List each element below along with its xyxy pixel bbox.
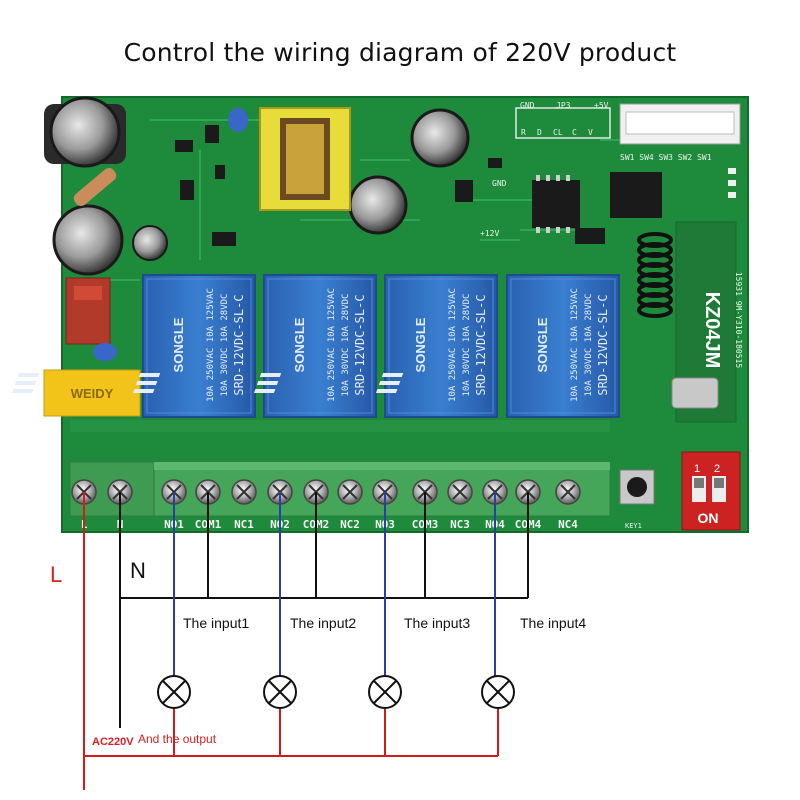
svg-text:D: D: [537, 128, 542, 137]
electrolytic-capacitor: [44, 96, 126, 168]
resistor: [73, 168, 117, 206]
header-labels: GND JP3 +5V R D CL C V GND +12V SW1 SW4 …: [480, 101, 712, 238]
relay-model: SRD-12VDC-SL-C: [596, 294, 610, 395]
lamp-symbol: [157, 675, 191, 709]
transformer: [259, 107, 351, 211]
lamp-symbol: [368, 675, 402, 709]
push-button: KEY1: [619, 469, 655, 530]
ic-chip: [532, 175, 580, 233]
svg-text:JP3: JP3: [556, 101, 571, 110]
electrolytic-capacitor: [348, 175, 408, 235]
svg-text:SW1 SW4 SW3 SW2 SW1: SW1 SW4 SW3 SW2 SW1: [620, 153, 712, 162]
line-wires: [83, 492, 499, 790]
pin-header: [515, 103, 741, 145]
terminal-label: NC3: [450, 518, 470, 531]
svg-text:+5V: +5V: [594, 101, 609, 110]
ic-chip: [610, 172, 662, 218]
diagram-title: Control the wiring diagram of 220V produ…: [123, 38, 677, 67]
svg-text:2: 2: [714, 463, 720, 475]
input-label-2: The input2: [290, 615, 356, 631]
varistor: [93, 343, 117, 361]
relay-rating: 10A 30VDC 10A 28VDC: [220, 294, 230, 397]
lamp-symbol: [481, 675, 515, 709]
relay-rating: 10A 250VAC 10A 125VAC: [448, 288, 458, 402]
board-date-label: 15931 9M-Y310-180515: [734, 272, 743, 369]
led-indicators: [728, 168, 736, 198]
lamp-symbol: [263, 675, 297, 709]
relay: SONGLE SRD-12VDC-SL-C 10A 250VAC 10A 125VA…: [375, 274, 620, 418]
terminal-screw[interactable]: [231, 479, 257, 505]
terminal-screw[interactable]: [337, 479, 363, 505]
output-label: And the output: [138, 732, 217, 746]
relay: SONGLE SRD-12VDC-SL-C 10A 250VAC 10A 125VA…: [11, 274, 256, 418]
svg-text:C: C: [572, 128, 577, 137]
svg-text:V: V: [588, 128, 593, 137]
svg-text:WEIDY: WEIDY: [71, 386, 114, 401]
relay-model: SRD-12VDC-SL-C: [232, 294, 246, 395]
svg-text:KEY1: KEY1: [625, 522, 642, 530]
neutral-wires: [119, 492, 529, 728]
x2-capacitor: WEIDY: [43, 369, 141, 417]
relay-rating: 10A 30VDC 10A 28VDC: [462, 294, 472, 397]
relay-rating: 10A 30VDC 10A 28VDC: [341, 294, 351, 397]
relay-rating: 10A 30VDC 10A 28VDC: [584, 294, 594, 397]
relay-rating: 10A 250VAC 10A 125VAC: [327, 288, 337, 402]
relay-brand: SONGLE: [171, 317, 186, 372]
electrolytic-capacitor: [410, 108, 470, 168]
line-label: L: [50, 562, 62, 587]
terminal-label: NC2: [340, 518, 360, 531]
svg-text:GND: GND: [492, 179, 507, 188]
dip-switch: 1 2 ON: [681, 451, 741, 531]
input-label-3: The input3: [404, 615, 470, 631]
svg-text:+12V: +12V: [480, 229, 499, 238]
relay-brand: SONGLE: [292, 317, 307, 372]
board-model-label: KZ04JM: [701, 292, 723, 369]
relay: SONGLE SRD-12VDC-SL-C 10A 250VAC 10A 125VA…: [253, 274, 498, 418]
terminal-screw[interactable]: [555, 479, 581, 505]
relay-model: SRD-12VDC-SL-C: [474, 294, 488, 395]
input-label-4: The input4: [520, 615, 586, 631]
relay-model: SRD-12VDC-SL-C: [353, 294, 367, 395]
terminal-label: NC1: [234, 518, 254, 531]
electrolytic-capacitor: [132, 225, 168, 261]
svg-text:ON: ON: [698, 510, 719, 526]
rf-module: KZ04JM 15931 9M-Y310-180515: [671, 221, 743, 423]
relay-rating: 10A 250VAC 10A 125VAC: [206, 288, 216, 402]
ceramic-capacitor: [228, 108, 248, 132]
svg-text:1: 1: [694, 463, 700, 475]
relay: SONGLE SRD-12VDC-SL-C 10A 250VAC 10A 125VA…: [132, 274, 377, 418]
svg-text:R: R: [521, 128, 526, 137]
relay-brand: SONGLE: [535, 317, 550, 372]
relay-rating: 10A 250VAC 10A 125VAC: [570, 288, 580, 402]
electrolytic-capacitor: [52, 204, 124, 276]
input-label-1: The input1: [183, 615, 249, 631]
antenna-coil: [637, 232, 673, 318]
svg-text:CL: CL: [553, 128, 563, 137]
svg-text:GND: GND: [520, 101, 535, 110]
input-wires: [173, 492, 496, 676]
terminal-screw[interactable]: [447, 479, 473, 505]
power-label: AC220V: [92, 736, 134, 748]
terminal-label: NC4: [558, 518, 578, 531]
neutral-label: N: [130, 558, 146, 583]
smd-components: [175, 125, 605, 246]
relay-brand: SONGLE: [413, 317, 428, 372]
